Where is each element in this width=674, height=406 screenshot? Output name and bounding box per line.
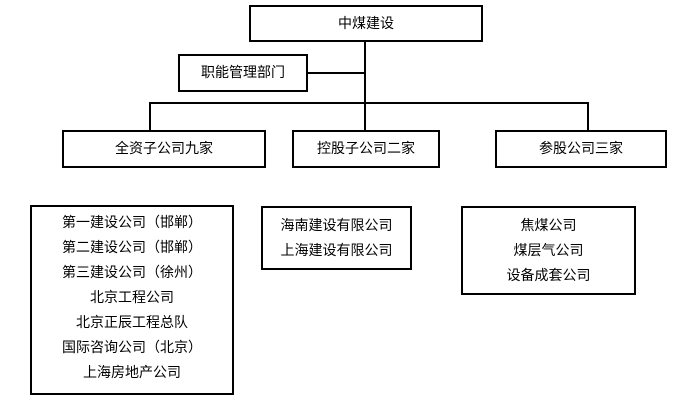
list-item: 煤层气公司 — [513, 243, 584, 259]
list-item: 北京正辰工程总队 — [76, 315, 188, 331]
category-node-holding: 控股子公司二家 — [292, 130, 440, 168]
list-item: 第一建设公司（邯郸） — [62, 215, 202, 231]
trunk-line — [364, 42, 366, 104]
function-dept-node: 职能管理部门 — [178, 54, 308, 92]
category-label: 参股公司三家 — [539, 141, 623, 157]
function-dept-connector — [308, 72, 365, 74]
category-label: 全资子公司九家 — [115, 141, 213, 157]
list-item: 设备成套公司 — [506, 268, 591, 284]
list-item: 焦煤公司 — [520, 218, 577, 234]
list-item: 第三建设公司（徐州） — [62, 265, 202, 281]
root-node: 中煤建设 — [249, 5, 483, 42]
holding-company-list: 海南建设有限公司 上海建设有限公司 — [261, 206, 412, 270]
level2-horizontal-bus — [149, 102, 589, 104]
wholly-owned-company-list: 第一建设公司（邯郸） 第二建设公司（邯郸） 第三建设公司（徐州） 北京工程公司 … — [30, 205, 234, 395]
list-item: 海南建设有限公司 — [280, 218, 393, 234]
function-dept-label: 职能管理部门 — [201, 65, 285, 81]
branch-line-participating — [587, 102, 589, 130]
category-node-wholly-owned: 全资子公司九家 — [62, 130, 266, 168]
list-item: 上海建设有限公司 — [280, 243, 393, 259]
list-item: 第二建设公司（邯郸） — [62, 240, 202, 256]
list-item: 国际咨询公司（北京） — [62, 340, 202, 356]
category-node-participating: 参股公司三家 — [495, 130, 667, 168]
root-node-label: 中煤建设 — [338, 15, 394, 32]
participating-company-list: 焦煤公司 煤层气公司 设备成套公司 — [461, 206, 636, 295]
branch-line-holding — [364, 102, 366, 130]
list-item: 上海房地产公司 — [83, 365, 181, 381]
list-item: 北京工程公司 — [90, 290, 174, 306]
category-label: 控股子公司二家 — [317, 141, 415, 157]
branch-line-wholly-owned — [149, 102, 151, 130]
